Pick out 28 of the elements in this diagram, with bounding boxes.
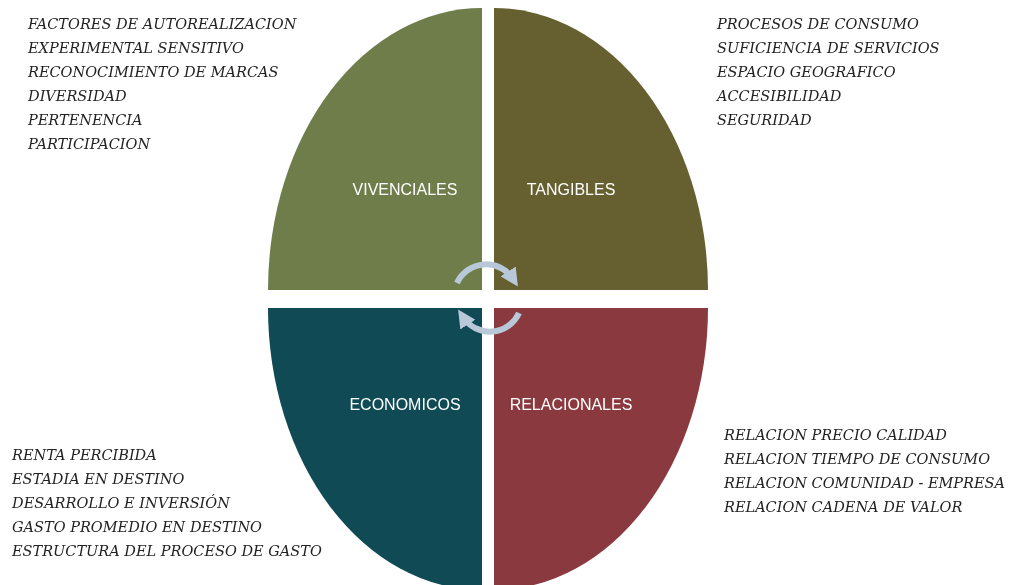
quadrant-title: TANGIBLES xyxy=(526,181,616,199)
factor-item: ACCESIBILIDAD xyxy=(717,87,843,106)
factor-item: EXPERIMENTAL SENSITIVO xyxy=(28,39,245,58)
quadrant-shape xyxy=(494,308,708,585)
factor-item: ESTADIA EN DESTINO xyxy=(12,470,186,489)
factor-item: SEGURIDAD xyxy=(717,111,813,130)
quadrant-title: RELACIONALES xyxy=(509,396,633,414)
factor-item: RELACION PRECIO CALIDAD xyxy=(724,426,948,445)
factor-item: PROCESOS DE CONSUMO xyxy=(717,15,920,34)
curved-arrow xyxy=(454,261,519,287)
factor-item: ESTRUCTURA DEL PROCESO DE GASTO xyxy=(12,542,322,561)
factor-item: RELACION COMUNIDAD - EMPRESA xyxy=(724,474,1005,493)
quadrant-shape xyxy=(268,308,482,585)
quadrant-title: ECONOMICOS xyxy=(349,396,461,414)
factor-item: RECONOCIMIENTO DE MARCAS xyxy=(28,63,280,82)
factor-item: GASTO PROMEDIO EN DESTINO xyxy=(12,518,263,537)
factor-item: PERTENENCIA xyxy=(28,111,144,130)
curved-arrow xyxy=(457,309,522,335)
factor-item: PARTICIPACION xyxy=(28,135,152,154)
factor-item: SUFICIENCIA DE SERVICIOS xyxy=(717,39,940,58)
quadrant-title: VIVENCIALES xyxy=(352,181,458,199)
factor-item: RENTA PERCIBIDA xyxy=(12,446,158,465)
factor-item: ESPACIO GEOGRAFICO xyxy=(717,63,897,82)
factor-item: DESARROLLO E INVERSIÓN xyxy=(12,493,232,513)
factor-item: FACTORES DE AUTOREALIZACION xyxy=(28,15,297,34)
factor-item: RELACION CADENA DE VALOR xyxy=(724,498,964,517)
factor-item: RELACION TIEMPO DE CONSUMO xyxy=(724,450,992,469)
factor-item: DIVERSIDAD xyxy=(28,87,128,106)
